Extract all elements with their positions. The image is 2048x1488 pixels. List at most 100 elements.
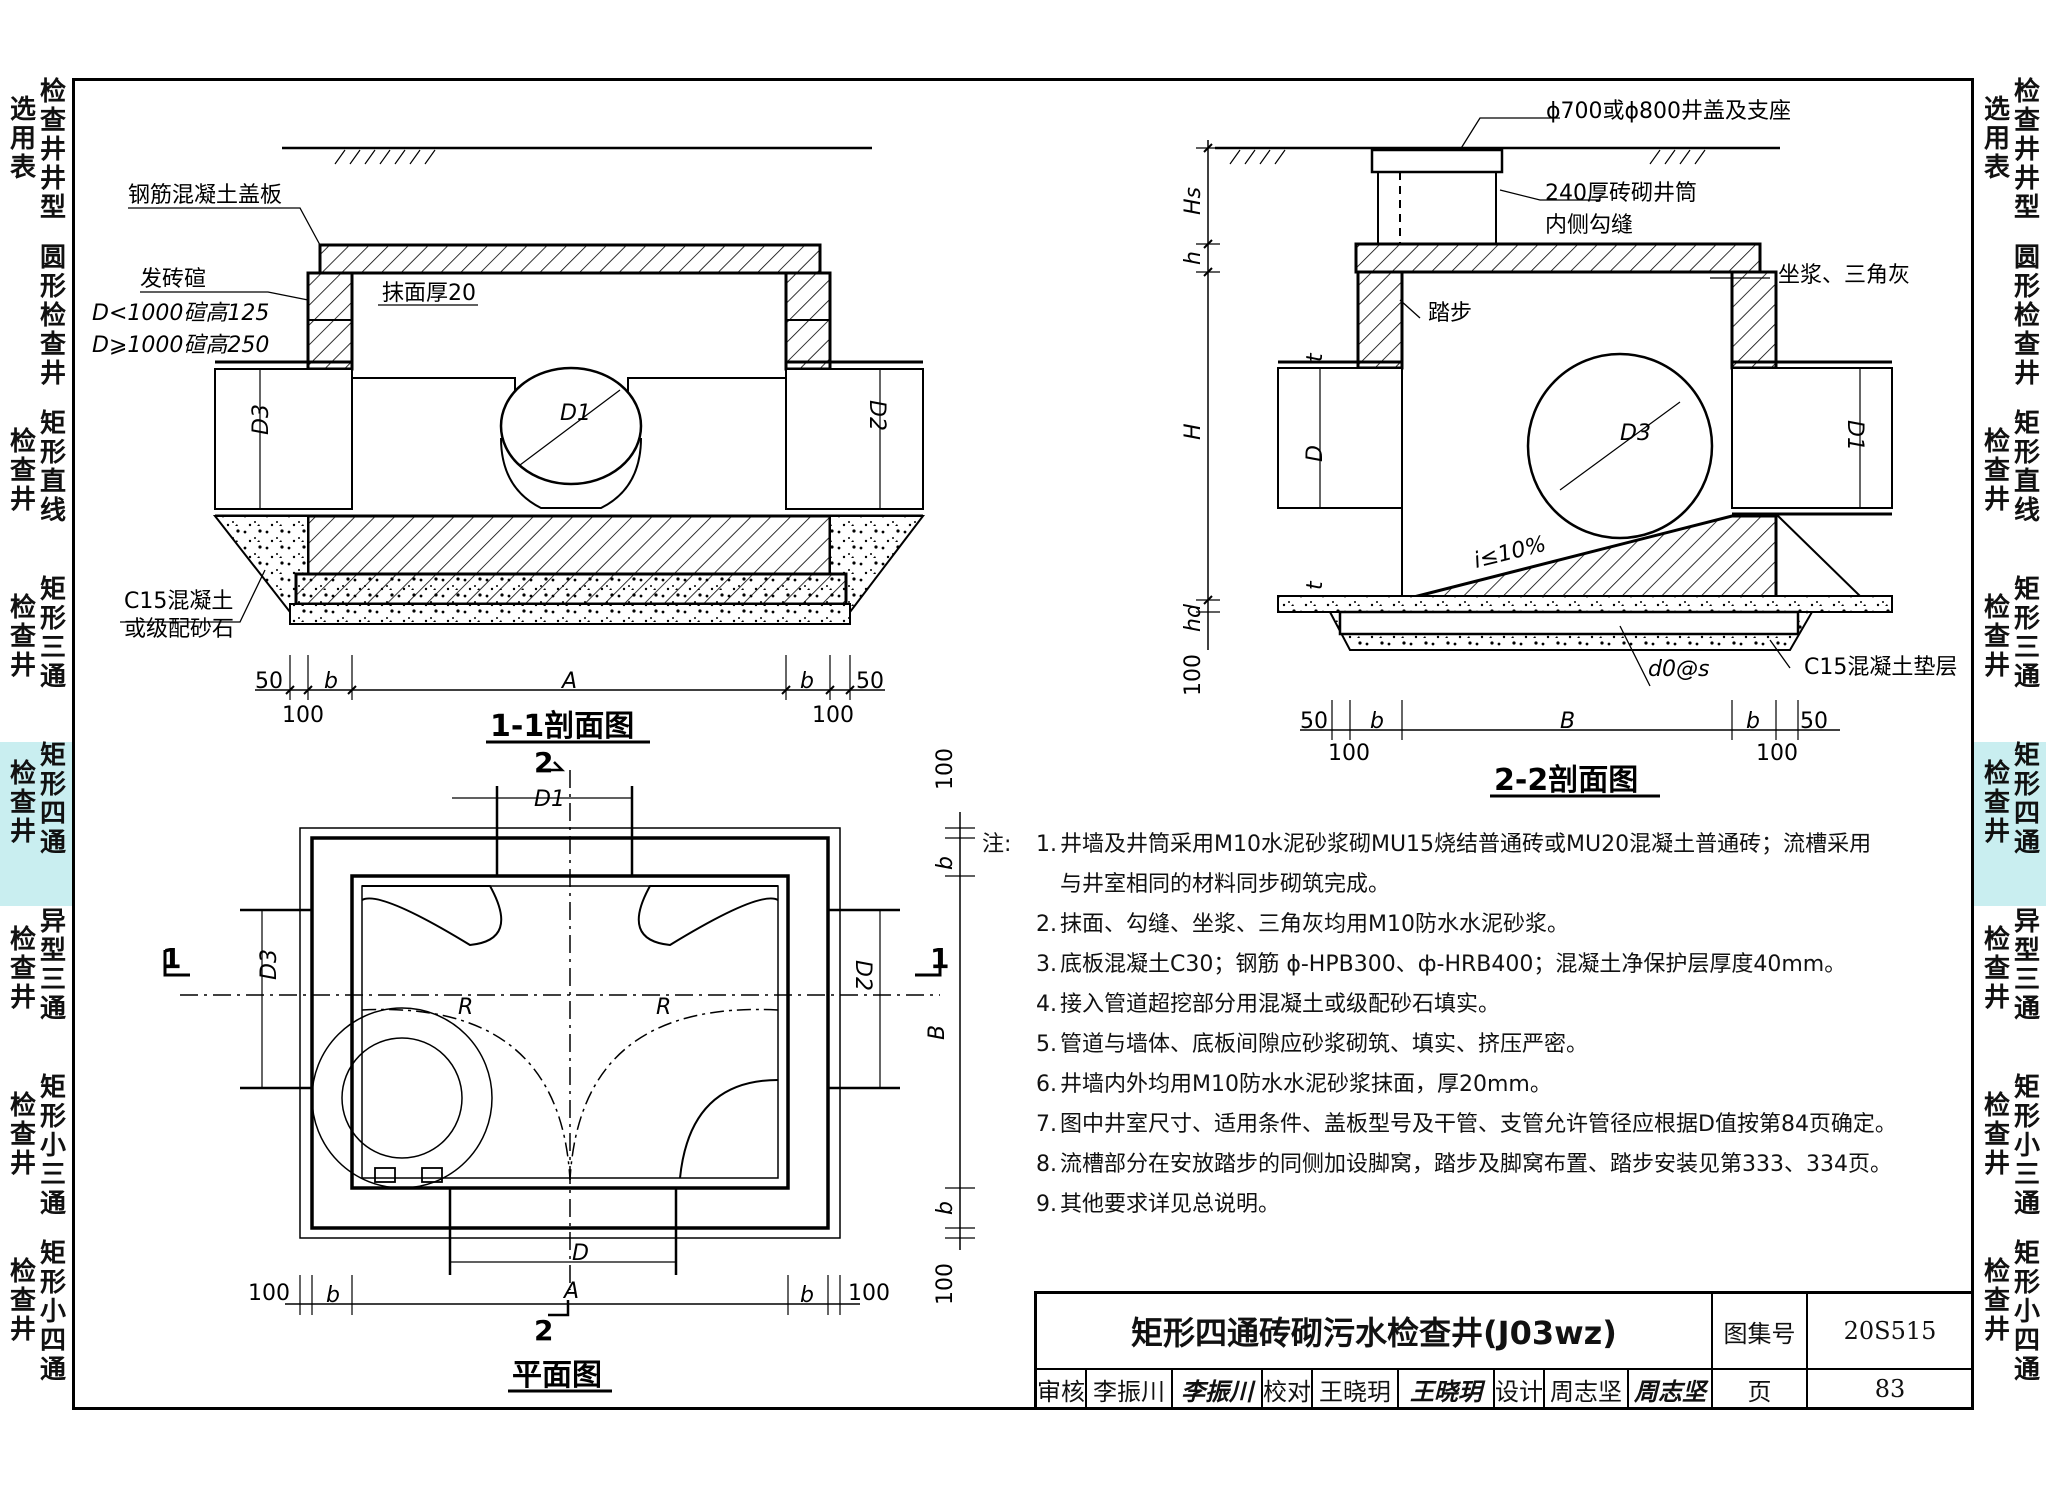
label-brick-arch-a: D<1000碹高125 — [92, 301, 269, 326]
note-item: 5.管道与墙体、底板间隙应砂浆砌筑、填实、挤压严密。 — [1020, 1025, 1920, 1065]
side-tab-col1: 检查井 — [10, 1257, 37, 1345]
section-2-2-title: 2-2剖面图 — [1494, 763, 1638, 798]
side-tab-3[interactable]: 检查井矩形三通 — [0, 576, 72, 742]
side-tab-2[interactable]: 检查井矩形直线 — [0, 410, 72, 576]
side-tab-col1: 检查井 — [10, 1091, 37, 1179]
side-tab-col2: 矩形小三通 — [2014, 1073, 2041, 1219]
side-tab-4[interactable]: 检查井矩形四通 — [1974, 742, 2046, 908]
note-number: 9. — [1036, 1192, 1057, 1217]
note-number: 8. — [1036, 1152, 1057, 1177]
note-item: 8.流槽部分在安放踏步的同侧加设脚窝，踏步及脚窝布置、踏步安装见第333、334… — [1020, 1145, 1920, 1185]
side-tab-col1: 检查井 — [10, 759, 37, 847]
section-1-1 — [120, 146, 926, 700]
label-brick-arch-b: D⩾1000碹高250 — [92, 333, 269, 358]
reviewer-name: 李振川 — [1087, 1370, 1173, 1410]
notes-list: 1.井墙及井筒采用M10水泥砂浆砌MU15烧结普通砖或MU20混凝土普通砖；流槽… — [1020, 825, 1920, 1225]
side-tab-col2: 异型三通 — [40, 907, 67, 1024]
note-item: 1.井墙及井筒采用M10水泥砂浆砌MU15烧结普通砖或MU20混凝土普通砖；流槽… — [1020, 825, 1920, 865]
dim-t-bottom: t — [1303, 580, 1328, 590]
side-tab-col1: 选用表 — [1984, 95, 2011, 183]
label-step: 踏步 — [1428, 301, 1472, 326]
plan-dD: D — [572, 1241, 589, 1266]
dim-100-left: 100 — [282, 703, 324, 728]
checker-signature: 王晓玥 — [1399, 1370, 1495, 1410]
plan-dim-100-bottom: 100 — [933, 1263, 958, 1305]
plan-dB: B — [925, 1025, 950, 1040]
dim-50-right: 50 — [856, 669, 884, 694]
atlas-label: 图集号 — [1713, 1294, 1808, 1370]
note-item: 2.抹面、勾缝、坐浆、三角灰均用M10防水水泥砂浆。 — [1020, 905, 1920, 945]
dim-t-top: t — [1303, 352, 1328, 362]
label-joint: 内侧勾缝 — [1545, 213, 1633, 238]
plan-section-mark-top: 2 — [534, 746, 553, 779]
side-tab-7[interactable]: 检查井矩形小四通 — [0, 1240, 72, 1406]
atlas-number: 20S515 — [1808, 1294, 1974, 1370]
note-number: 1. — [1036, 832, 1057, 857]
drawing-frame — [72, 78, 1974, 1410]
side-tab-2[interactable]: 检查井矩形直线 — [1974, 410, 2046, 576]
side-tab-4[interactable]: 检查井矩形四通 — [0, 742, 72, 908]
dim-100-vertical: 100 — [1181, 654, 1206, 696]
side-tab-col2: 矩形四通 — [40, 741, 67, 858]
dim-50-left: 50 — [255, 669, 283, 694]
note-text: 井墙内外均用M10防水水泥砂浆抹面，厚20mm。 — [1060, 1072, 1552, 1097]
plan-dim-100-right: 100 — [848, 1281, 890, 1306]
section-1-1-title: 1-1剖面图 — [490, 709, 634, 744]
side-tab-col1: 检查井 — [1984, 1257, 2011, 1345]
side-tab-6[interactable]: 检查井矩形小三通 — [0, 1074, 72, 1240]
side-tab-col2: 矩形直线 — [40, 409, 67, 526]
note-item: 7.图中井室尺寸、适用条件、盖板型号及干管、支管允许管径应根据D值按第84页确定… — [1020, 1105, 1920, 1145]
plan-labels: 2 2 1 1 D1 D3 D2 D R R A B 100 b b 100 1… — [162, 746, 958, 1393]
side-tab-col2: 圆形检查井 — [2014, 243, 2041, 389]
plan-dim-b-right: b — [800, 1283, 814, 1308]
side-tab-col2: 检查井井型 — [40, 77, 67, 223]
design-label: 设计 — [1495, 1370, 1545, 1410]
plan-title: 平面图 — [512, 1358, 602, 1393]
side-tab-5[interactable]: 检查井异型三通 — [1974, 908, 2046, 1074]
note-text: 其他要求详见总说明。 — [1060, 1192, 1281, 1217]
label-base-2: 或级配砂石 — [124, 617, 234, 642]
label-d3-pipe: D3 — [1620, 421, 1651, 446]
side-tab-col1: 检查井 — [1984, 427, 2011, 515]
plan-R-left: R — [458, 995, 473, 1020]
side-tab-3[interactable]: 检查井矩形三通 — [1974, 576, 2046, 742]
dim-b-left-22: b — [1370, 709, 1384, 734]
side-tab-col1: 检查井 — [1984, 759, 2011, 847]
note-number: 2. — [1036, 912, 1057, 937]
dim-h: h — [1181, 251, 1206, 265]
side-tab-7[interactable]: 检查井矩形小四通 — [1974, 1240, 2046, 1406]
side-tab-0[interactable]: 选用表检查井井型 — [0, 78, 72, 244]
label-rebar: d0@s — [1648, 657, 1709, 682]
note-item: 9.其他要求详见总说明。 — [1020, 1185, 1920, 1225]
note-item: 3.底板混凝土C30；钢筋 ϕ-HPB300、ф-HRB400；混凝土净保护层厚… — [1020, 945, 1920, 985]
section-2-2-labels: ϕ700或ϕ800井盖及支座 240厚砖砌井筒 内侧勾缝 坐浆、三角灰 踏步 i… — [1181, 99, 1957, 798]
label-brick-arch: 发砖碹 — [140, 267, 206, 292]
side-tab-col1: 检查井 — [1984, 593, 2011, 681]
note-item: 4.接入管道超挖部分用混凝土或级配砂石填实。 — [1020, 985, 1920, 1025]
note-number: 6. — [1036, 1072, 1057, 1097]
label-base: C15混凝土 — [124, 589, 233, 614]
note-text: 与井室相同的材料同步砌筑完成。 — [1060, 872, 1391, 897]
note-text: 流槽部分在安放踏步的同侧加设脚窝，踏步及脚窝布置、踏步安装见第333、334页。 — [1060, 1152, 1892, 1177]
side-tab-1[interactable]: 圆形检查井 — [1974, 244, 2046, 410]
notes-lead: 注: — [982, 832, 1012, 857]
plan-section-mark-bottom: 2 — [534, 1314, 553, 1347]
side-tab-1[interactable]: 圆形检查井 — [0, 244, 72, 410]
page-number: 83 — [1808, 1370, 1974, 1410]
note-text: 底板混凝土C30；钢筋 ϕ-HPB300、ф-HRB400；混凝土净保护层厚度4… — [1060, 952, 1847, 977]
designer-signature: 周志坚 — [1629, 1370, 1713, 1410]
side-tab-0[interactable]: 选用表检查井井型 — [1974, 78, 2046, 244]
side-tab-6[interactable]: 检查井矩形小三通 — [1974, 1074, 2046, 1240]
side-tab-col2: 矩形四通 — [2014, 741, 2041, 858]
side-tab-5[interactable]: 检查井异型三通 — [0, 908, 72, 1074]
review-label: 审核 — [1037, 1370, 1087, 1410]
side-tab-col1: 检查井 — [10, 925, 37, 1013]
dim-D: D — [1303, 445, 1328, 462]
side-tab-col2: 异型三通 — [2014, 907, 2041, 1024]
note-number: 3. — [1036, 952, 1057, 977]
reviewer-signature: 李振川 — [1173, 1370, 1263, 1410]
dim-50-right-22: 50 — [1800, 709, 1828, 734]
plan-dim-b-top: b — [933, 856, 958, 870]
label-plaster: 抹面厚20 — [382, 281, 476, 306]
